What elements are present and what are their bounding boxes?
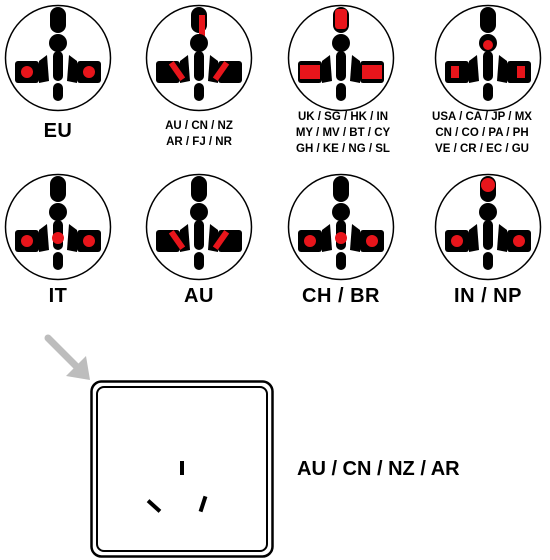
right-wing	[497, 224, 507, 252]
top-rect-red	[335, 9, 347, 29]
right-slant-red	[212, 61, 230, 81]
center-slot	[53, 51, 63, 81]
top-dot-red	[481, 178, 495, 192]
socket-label-au-cn-nz: AU / CN / NZ AR / FJ / NR	[165, 120, 233, 148]
right-pin-red	[83, 235, 95, 247]
center-pin-red	[335, 232, 347, 244]
right-pin-red	[83, 66, 95, 78]
right-wing	[350, 224, 360, 252]
center-pin-red	[52, 232, 64, 244]
center-slot	[483, 220, 493, 250]
left-slant-red	[168, 61, 186, 81]
left-wing	[469, 55, 479, 83]
middle-hole	[49, 34, 67, 52]
socket-label-ch-br: CH / BR	[302, 285, 380, 307]
right-rect-red	[362, 65, 382, 79]
center-slot	[194, 220, 204, 250]
top-slot	[50, 7, 66, 33]
center-slot	[194, 51, 204, 81]
middle-hole	[49, 203, 67, 221]
socket-label-eu: EU	[43, 120, 73, 142]
socket-icon	[287, 173, 395, 281]
top-slot	[50, 176, 66, 202]
center-slot	[483, 51, 493, 81]
bottom-slot	[483, 252, 493, 270]
middle-hole	[332, 34, 350, 52]
socket-au	[144, 172, 254, 282]
left-pin-red	[21, 66, 33, 78]
bottom-slot	[194, 252, 204, 270]
middle-hole	[190, 34, 208, 52]
socket-ch-br	[286, 172, 396, 282]
bottom-slot	[336, 83, 346, 101]
bottom-slot	[53, 252, 63, 270]
socket-au-cn-nz-ar-fj-nr	[144, 3, 254, 113]
bottom-slot	[53, 83, 63, 101]
middle-hole	[332, 203, 350, 221]
socket-label-usa: USA / CA / JP / MX CN / CO / PA / PH VE …	[432, 111, 532, 155]
socket-icon	[4, 173, 112, 281]
top-slot	[480, 7, 496, 33]
left-wing	[469, 224, 479, 252]
left-wing	[322, 55, 332, 83]
right-bar-red	[517, 66, 525, 78]
panel-slot-top	[180, 461, 184, 475]
middle-hole	[479, 203, 497, 221]
center-slot	[336, 51, 346, 81]
arrow-down-right-icon	[44, 334, 90, 380]
right-wing	[67, 224, 77, 252]
top-slot	[191, 176, 207, 202]
right-wing	[67, 55, 77, 83]
left-wing	[39, 55, 49, 83]
right-wing	[497, 55, 507, 83]
right-slant-red	[212, 230, 230, 250]
middle-dot-red	[483, 40, 493, 50]
socket-usa-type	[433, 3, 543, 113]
socket-label-in-np: IN / NP	[454, 285, 522, 307]
socket-icon	[145, 4, 253, 112]
right-pin-red	[366, 235, 378, 247]
bottom-slot	[194, 83, 204, 101]
socket-in-np	[433, 172, 543, 282]
bottom-slot	[336, 252, 346, 270]
wall-outlet-panel	[90, 380, 274, 558]
left-bar-red	[451, 66, 459, 78]
socket-it	[3, 172, 113, 282]
bottom-slot	[483, 83, 493, 101]
left-rect-red	[300, 65, 320, 79]
socket-eu	[3, 3, 113, 113]
socket-uk-type	[286, 3, 396, 113]
panel-slot-right	[198, 495, 208, 513]
panel-label: AU / CN / NZ / AR	[297, 458, 460, 480]
panel-slot-left	[146, 499, 162, 513]
socket-icon	[287, 4, 395, 112]
socket-icon	[4, 4, 112, 112]
socket-icon	[434, 4, 542, 112]
socket-label-au: AU	[184, 285, 214, 307]
left-pin-red	[451, 235, 463, 247]
socket-icon	[145, 173, 253, 281]
socket-icon	[434, 173, 542, 281]
middle-hole	[190, 203, 208, 221]
left-pin-red	[304, 235, 316, 247]
top-slot-red	[199, 15, 205, 37]
socket-label-uk: UK / SG / HK / IN MY / MV / BT / CY GH /…	[295, 111, 391, 155]
top-slot	[333, 176, 349, 202]
left-wing	[322, 224, 332, 252]
right-wing	[350, 55, 360, 83]
right-pin-red	[513, 235, 525, 247]
left-wing	[39, 224, 49, 252]
left-pin-red	[21, 235, 33, 247]
socket-label-it: IT	[48, 285, 68, 307]
left-slant-red	[168, 230, 186, 250]
